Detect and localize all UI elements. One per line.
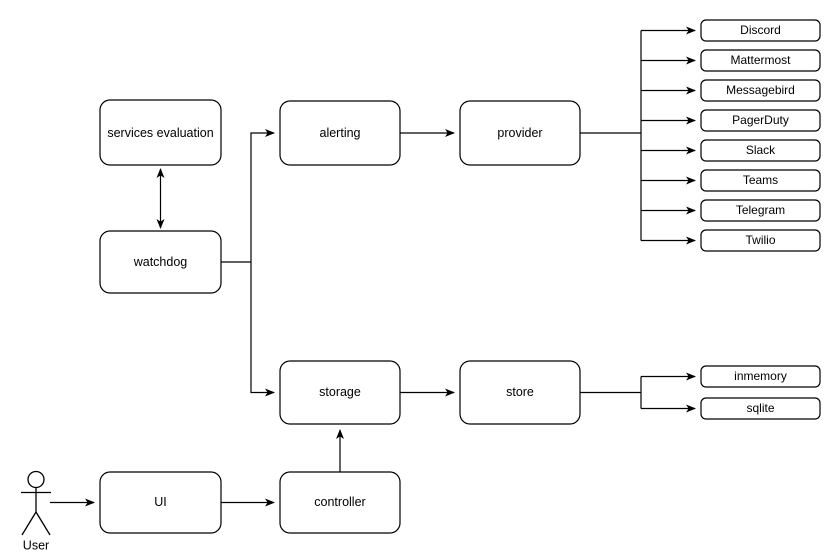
node-store-label: store	[506, 385, 534, 399]
leaf-twilio-box[interactable]	[700, 229, 821, 252]
node-services-evaluation[interactable]: services evaluation	[99, 99, 222, 166]
leaf-messagebird-label: Messagebird	[726, 83, 795, 97]
actor-user: User	[21, 470, 51, 552]
edges-layer	[50, 26, 696, 507]
user-leg-right	[35, 511, 51, 536]
actor-user-label: User	[23, 538, 49, 552]
leaf-sqlite-box[interactable]	[700, 397, 821, 420]
node-alerting-label: alerting	[320, 126, 361, 140]
node-store-box[interactable]	[459, 360, 581, 425]
node-alerting[interactable]: alerting	[279, 100, 401, 166]
leaf-discord-label: Discord	[740, 23, 781, 37]
provider-list: Discord Mattermost Messagebird PagerDuty…	[700, 19, 821, 252]
leaf-telegram[interactable]: Telegram	[700, 199, 821, 222]
node-storage[interactable]: storage	[279, 360, 401, 425]
nodes-layer: services evaluation watchdog alerting pr…	[99, 99, 581, 534]
node-watchdog[interactable]: watchdog	[99, 230, 222, 294]
leaf-teams-box[interactable]	[700, 169, 821, 192]
leaf-telegram-label: Telegram	[736, 203, 785, 217]
node-storage-label: storage	[319, 385, 361, 399]
node-watchdog-label: watchdog	[133, 255, 188, 269]
leaf-slack[interactable]: Slack	[700, 139, 821, 162]
node-alerting-box[interactable]	[279, 100, 401, 166]
edge-watchdog-alerting	[250, 129, 275, 262]
leaf-mattermost-label: Mattermost	[730, 53, 791, 67]
user-leg-left	[21, 511, 37, 536]
node-services-evaluation-box[interactable]	[99, 99, 222, 166]
node-provider-label: provider	[497, 126, 542, 140]
leaf-slack-box[interactable]	[700, 139, 821, 162]
leaf-sqlite-label: sqlite	[746, 401, 774, 415]
leaf-sqlite[interactable]: sqlite	[700, 397, 821, 420]
node-storage-box[interactable]	[279, 360, 401, 425]
node-ui[interactable]: UI	[99, 471, 222, 534]
user-head-icon	[27, 470, 45, 489]
node-provider-box[interactable]	[459, 100, 581, 166]
edge-watchdog-storage	[250, 262, 275, 397]
leaf-discord-box[interactable]	[700, 19, 821, 42]
leaf-messagebird[interactable]: Messagebird	[700, 79, 821, 102]
leaf-mattermost[interactable]: Mattermost	[700, 49, 821, 72]
leaf-discord[interactable]: Discord	[700, 19, 821, 42]
node-ui-label: UI	[154, 495, 167, 509]
leaf-twilio[interactable]: Twilio	[700, 229, 821, 252]
node-controller-label: controller	[314, 495, 365, 509]
leaf-pagerduty-box[interactable]	[700, 109, 821, 132]
node-watchdog-box[interactable]	[99, 230, 222, 294]
node-controller-box[interactable]	[279, 471, 401, 534]
leaf-inmemory[interactable]: inmemory	[700, 365, 821, 388]
leaf-twilio-label: Twilio	[745, 233, 775, 247]
node-services-evaluation-label: services evaluation	[107, 126, 213, 140]
leaf-teams-label: Teams	[743, 173, 778, 187]
leaf-pagerduty-label: PagerDuty	[732, 113, 789, 127]
node-ui-box[interactable]	[99, 471, 222, 534]
store-list: inmemory sqlite	[700, 365, 821, 420]
leaf-pagerduty[interactable]: PagerDuty	[700, 109, 821, 132]
leaf-inmemory-label: inmemory	[734, 369, 787, 383]
leaf-teams[interactable]: Teams	[700, 169, 821, 192]
node-controller[interactable]: controller	[279, 471, 401, 534]
leaf-messagebird-box[interactable]	[700, 79, 821, 102]
node-store[interactable]: store	[459, 360, 581, 425]
leaf-mattermost-box[interactable]	[700, 49, 821, 72]
leaf-inmemory-box[interactable]	[700, 365, 821, 388]
node-provider[interactable]: provider	[459, 100, 581, 166]
leaf-slack-label: Slack	[746, 143, 776, 157]
leaf-telegram-box[interactable]	[700, 199, 821, 222]
